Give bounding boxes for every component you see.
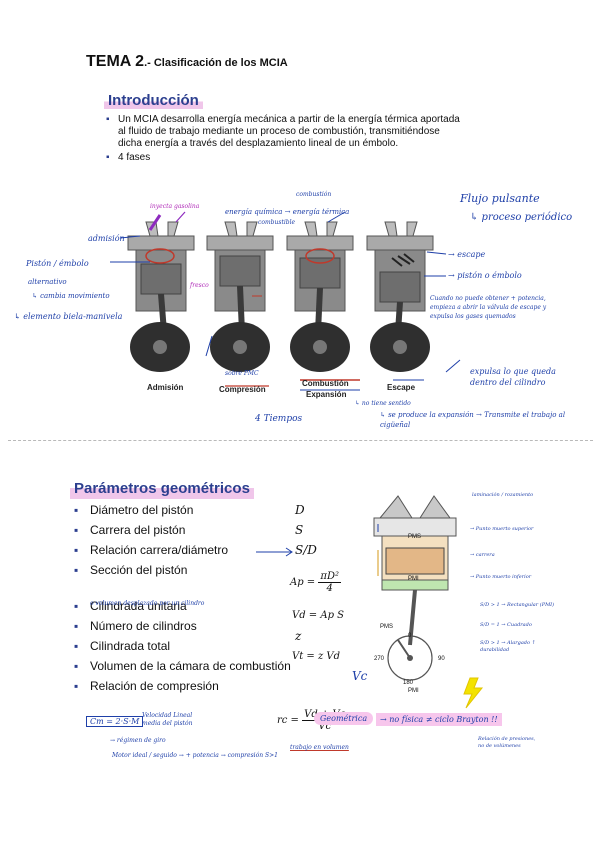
- note-sd-1: S/D > 1 → Rectangular (PMI): [480, 602, 555, 608]
- bullet-icon: ▪: [74, 523, 79, 537]
- sym-sd: S/D: [295, 543, 317, 557]
- phase-label-combustion: Combustión: [302, 379, 349, 388]
- diagram-pmi-label: PMI: [408, 576, 419, 582]
- bullet-icon: ▪: [74, 619, 79, 633]
- bullet-icon: ▪: [74, 599, 79, 613]
- note-no-tiene: ↳ no tiene sentido: [355, 400, 411, 407]
- tema-subtitle: .- Clasificación de los MCIA: [144, 57, 288, 69]
- bullet-icon: ▪: [74, 563, 79, 577]
- note-se-produce: ↳ se produce la expansión → Transmite el…: [380, 411, 566, 429]
- note-punto-sup: → Punto muerto superior: [470, 526, 534, 532]
- engine-cylinder-combustion: [286, 221, 354, 372]
- bullet-icon: ▪: [74, 543, 79, 557]
- note-laminacion: laminación / rozamiento: [472, 492, 534, 498]
- bullet-icon: ▪: [106, 114, 110, 125]
- note-piston-embolo-l: Pistón / émbolo: [26, 259, 89, 268]
- formula-vt: Vt = z Vd: [292, 651, 341, 662]
- diagram-deg-0: 0: [408, 633, 412, 639]
- geo-item-volumen-camara: ▪Volumen de la cámara de combustión: [72, 656, 392, 676]
- sym-carrera: S: [295, 523, 304, 537]
- bullet-icon: ▪: [106, 152, 110, 163]
- note-proceso: ↳ proceso periódico: [470, 212, 573, 223]
- note-combustion-top: combustión: [296, 191, 332, 198]
- sym-diametro: D: [295, 503, 305, 517]
- note-cm: Cm = 2·S·M: [86, 716, 144, 727]
- bullet-icon: ▪: [74, 679, 79, 693]
- note-no-fisica: → no física ≠ ciclo Brayton !!: [376, 713, 502, 726]
- diagram-pms-label: PMS: [408, 534, 422, 540]
- phase-label-compresion: Compresión: [219, 385, 266, 394]
- diagram-deg-180: 180: [403, 680, 414, 686]
- intro-bullet-list: ▪Un MCIA desarrolla energía mecánica a p…: [104, 114, 464, 166]
- geo-item-seccion: ▪Sección del pistón: [72, 560, 392, 580]
- note-sd-3: S/D > 1 → Alargado ↑ durabilidad: [480, 640, 536, 653]
- geo-item-relacion-sd: ▪Relación carrera/diámetro: [72, 540, 392, 560]
- diagram-pmi-bottom: PMI: [408, 688, 419, 694]
- geo-item-diametro: ▪Diámetro del pistón: [72, 500, 392, 520]
- note-alternativo: alternativo: [28, 278, 67, 286]
- note-punto-inf: → Punto muerto inferior: [470, 574, 532, 580]
- note-expulsa: expulsa lo que queda dentro del cilindro: [470, 367, 556, 387]
- note-tiempos: 4 Tiempos: [255, 414, 303, 424]
- engine-cylinder-admision: [127, 221, 195, 372]
- geo-item-cilindrada-unitaria: ▪Cilindrada unitaria: [72, 596, 392, 616]
- note-escape: → escape: [448, 250, 486, 259]
- note-regimen: → régimen de giro: [110, 737, 166, 744]
- note-elemento: ↳ elemento biela-manivela: [14, 312, 123, 321]
- highlight-lightning-icon: [463, 677, 484, 709]
- note-relacion-presiones: Relación de presiones, no de volúmenes: [478, 736, 536, 749]
- note-piston-embolo-r: → pistón o émbolo: [448, 271, 522, 280]
- note-cuando: Cuando no puede obtener + potencia, empi…: [430, 295, 547, 320]
- note-sobre-pmc: sobre PMC: [225, 370, 259, 377]
- note-flujo: Flujo pulsante: [460, 192, 540, 205]
- note-admision: admisión: [88, 234, 125, 243]
- note-motor: Motor ideal / seguido → + potencia → com…: [112, 752, 278, 759]
- phase-label-escape: Escape: [387, 383, 416, 392]
- diagram-deg-90: 90: [438, 656, 445, 662]
- geo-item-num-cilindros: ▪Número de cilindros: [72, 616, 392, 636]
- intro-title: Introducción: [104, 92, 203, 109]
- note-carrera: → carrera: [470, 552, 495, 558]
- phase-label-admision: Admisión: [147, 383, 184, 392]
- note-fresco: fresco: [190, 282, 209, 289]
- note-energia: energía química → energía térmica: [225, 208, 350, 216]
- diagram-deg-270: 270: [374, 656, 385, 662]
- engine-cylinder-escape: [366, 221, 434, 372]
- bullet-icon: ▪: [74, 503, 79, 517]
- sym-vc: Vc: [352, 669, 368, 683]
- phase-label-expansion: Expansión: [306, 390, 347, 399]
- geo-parameter-list: ▪Diámetro del pistón ▪Carrera del pistón…: [72, 500, 392, 696]
- bullet-icon: ▪: [74, 639, 79, 653]
- note-cambia: ↳ cambia movimiento: [32, 292, 110, 300]
- note-sd-2: S/D = 1 → Cuadrado: [480, 622, 532, 628]
- bullet-icon: ▪: [74, 659, 79, 673]
- note-combustible: combustible: [258, 219, 296, 226]
- note-vol-desplazado: o volumen desplazado por un cilindro: [90, 600, 205, 607]
- cylinder-geometry-diagram: [373, 495, 457, 681]
- note-geometrica: Geométrica: [314, 712, 374, 725]
- engine-phases-figure: [110, 211, 461, 391]
- intro-bullet-2: ▪4 fases: [106, 152, 151, 163]
- engine-cylinder-compresion: [206, 221, 274, 372]
- page-title: TEMA 2.- Clasificación de los MCIA: [86, 53, 288, 71]
- note-vel-lineal: Velocidad Lineal media del pistón: [142, 712, 193, 727]
- arrow-relacion: [256, 547, 293, 557]
- geo-item-relacion-compresion: ▪Relación de compresión: [72, 676, 392, 696]
- geo-item-cilindrada-total: ▪Cilindrada total: [72, 636, 392, 656]
- diagram-pms-bottom: PMS: [380, 624, 394, 630]
- geo-title: Parámetros geométricos: [70, 480, 254, 499]
- geo-item-carrera: ▪Carrera del pistón: [72, 520, 392, 540]
- formula-vd: Vd = Ap S: [292, 610, 345, 621]
- section-divider: [8, 440, 593, 441]
- note-inyecta: inyecta gasolina: [150, 203, 200, 210]
- tema-label: TEMA 2: [86, 53, 145, 70]
- intro-bullet-1: ▪Un MCIA desarrolla energía mecánica a p…: [106, 114, 460, 149]
- sym-z: z: [295, 629, 302, 643]
- note-trabajo: trabajo en volumen: [290, 744, 349, 751]
